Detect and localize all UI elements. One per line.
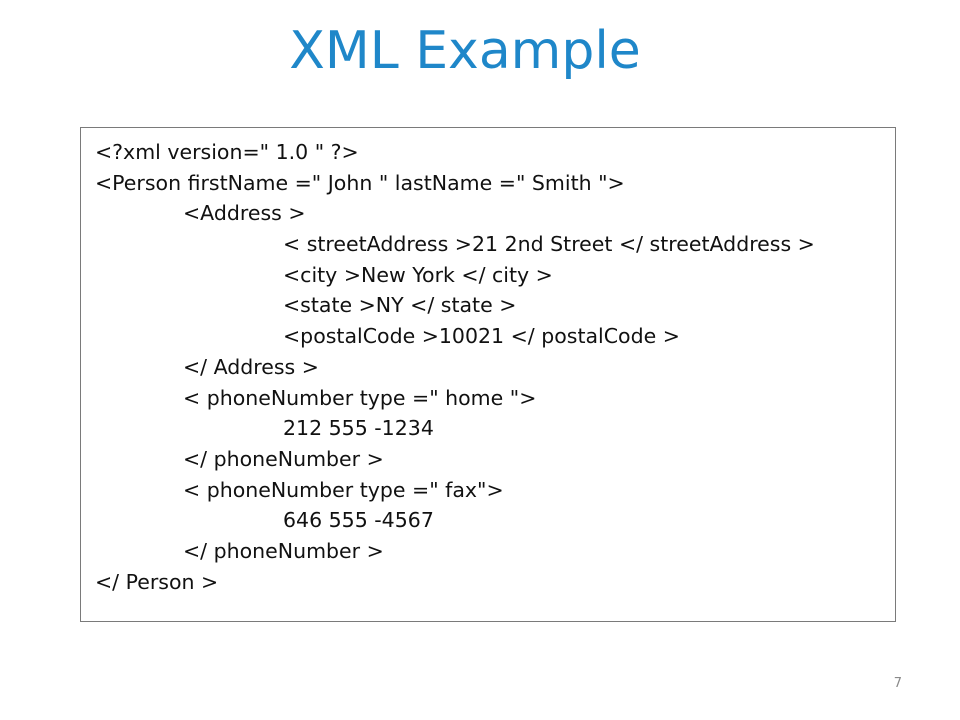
code-line-state: <state >NY </ state > — [283, 293, 517, 318]
slide-title: XML Example — [289, 21, 641, 81]
code-line-xml-declaration: <?xml version=" 1.0 " ?> — [95, 140, 359, 164]
code-line-phone-fax-close: </ phoneNumber > — [183, 538, 384, 563]
code-line-street-address: < streetAddress >21 2nd Street </ street… — [283, 232, 815, 257]
code-line-person-open: <Person firstName =" John " lastName =" … — [95, 170, 625, 195]
code-line-address-open: <Address > — [183, 201, 306, 226]
code-line-phone-fax-value: 646 555 -4567 — [283, 508, 434, 533]
xml-code-box: <?xml version=" 1.0 " ?> <Person firstNa… — [80, 127, 896, 622]
code-line-address-close: </ Address > — [183, 354, 319, 379]
code-line-city: <city >New York </ city > — [283, 262, 553, 287]
code-line-phone-home-close: </ phoneNumber > — [183, 446, 384, 471]
code-line-phone-home-value: 212 555 -1234 — [283, 416, 434, 441]
code-line-phone-home-open: < phoneNumber type =" home "> — [183, 385, 537, 410]
code-line-person-close: </ Person > — [95, 569, 219, 594]
code-line-phone-fax-open: < phoneNumber type =" fax"> — [183, 477, 504, 502]
slide-page-number: 7 — [893, 676, 902, 691]
code-line-postal-code: <postalCode >10021 </ postalCode > — [283, 324, 680, 349]
